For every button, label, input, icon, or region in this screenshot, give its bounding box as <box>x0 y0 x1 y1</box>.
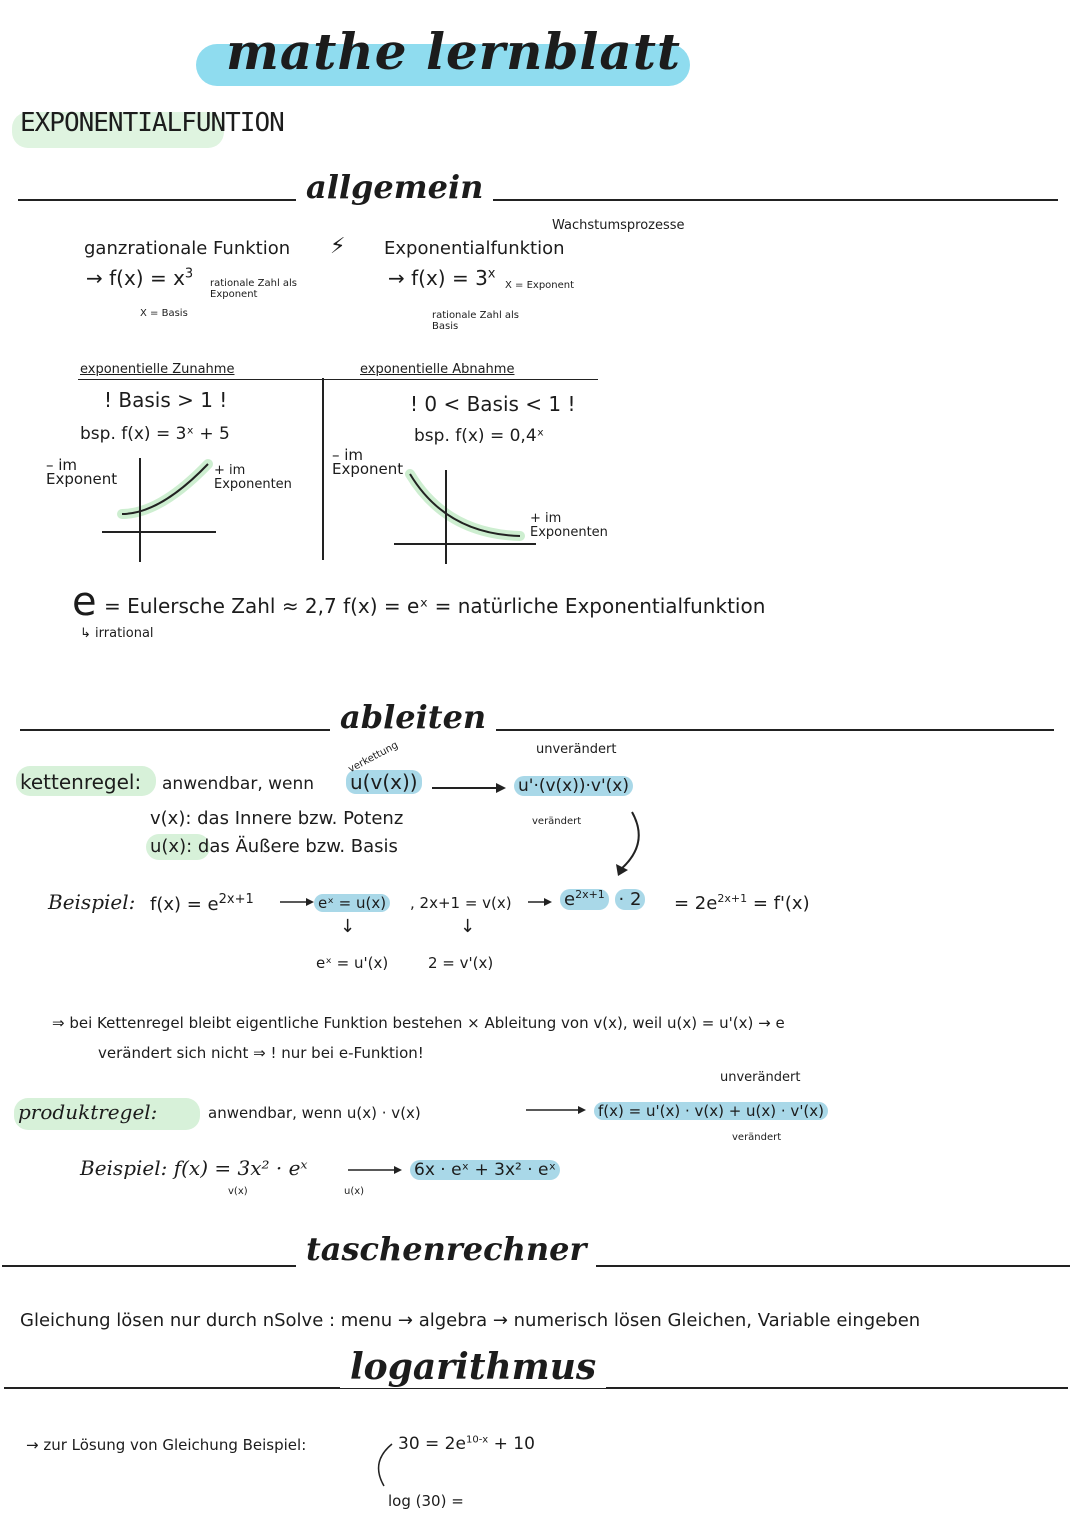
euler-symbol: e <box>72 579 97 625</box>
lightning-icon: ⚡ <box>330 234 346 259</box>
exponential-formula: → f(x) = 3x <box>388 266 496 290</box>
kettenregel-unveraendert: unverändert <box>536 742 617 757</box>
zunahme-plus-note: + im Exponenten <box>214 463 292 492</box>
zunahme-minus-note: – im Exponent <box>46 456 118 488</box>
abnahme-condition: ! 0 < Basis < 1 ! <box>410 392 576 416</box>
zunahme-condition: ! Basis > 1 ! <box>104 388 228 412</box>
ganzrational-heading: ganzrationale Funktion <box>84 238 291 259</box>
produkt-unveraendert: unverändert <box>720 1070 801 1085</box>
section-rule-ableiten <box>20 729 1054 731</box>
arrow-down-icon-2: ↓ <box>460 916 476 937</box>
step-u: eˣ = u(x) <box>314 894 391 912</box>
euler-text: = Eulersche Zahl ≈ 2,7 f(x) = eˣ = natür… <box>104 594 766 618</box>
page-title: mathe lernblatt <box>226 22 682 81</box>
produktregel-highlight <box>14 1098 200 1130</box>
arrow-right-icon-4 <box>526 1106 586 1114</box>
topic-heading: EXPONENTIALFUNTION <box>20 108 285 138</box>
section-rule-logarithmus <box>4 1387 1068 1389</box>
step-result: e2x+1 · 2 <box>560 888 646 910</box>
section-heading-allgemein: allgemein <box>296 168 494 206</box>
ux-highlight <box>146 834 210 860</box>
abnahme-example: bsp. f(x) = 0,4ˣ <box>414 426 545 446</box>
deriv-v: 2 = v'(x) <box>428 954 494 972</box>
subheading-rule <box>78 379 598 380</box>
abnahme-minus-note: – im Exponent <box>332 446 404 478</box>
section-rule-allgemein <box>18 199 1058 201</box>
produkt-result: f(x) = u'(x) · v(x) + u(x) · v'(x) <box>594 1102 829 1120</box>
column-divider <box>322 378 324 560</box>
title-highlight <box>196 44 690 86</box>
logarithmus-intro: → zur Lösung von Gleichung Beispiel: <box>26 1436 307 1454</box>
produktregel-text: anwendbar, wenn u(x) · v(x) <box>208 1104 421 1122</box>
kettenregel-highlight <box>16 766 156 796</box>
section-heading-ableiten: ableiten <box>330 698 497 736</box>
abnahme-graph <box>394 469 536 564</box>
beispiel-function: f(x) = e2x+1 <box>150 892 254 915</box>
curved-arrow-icon <box>616 811 640 876</box>
produkt-vx-note: v(x) <box>228 1186 248 1197</box>
ganzrational-base-note: X = Basis <box>140 308 188 319</box>
arrow-right-icon-2 <box>280 898 314 906</box>
zunahme-heading: exponentielle Zunahme <box>80 362 235 377</box>
logarithmus-step: log (30) = <box>388 1492 464 1510</box>
vx-definition: v(x): das Innere bzw. Potenz <box>150 808 404 829</box>
section-heading-logarithmus: logarithmus <box>340 1346 607 1388</box>
arrow-right-icon-5 <box>348 1166 402 1174</box>
produktregel-label: produktregel: <box>18 1100 158 1124</box>
ganzrational-exp-note: rationale Zahl als Exponent <box>210 278 298 300</box>
produkt-beispiel: Beispiel: f(x) = 3x² · eˣ <box>80 1156 308 1180</box>
beispiel-label: Beispiel: <box>48 890 136 914</box>
ganzrational-formula: → f(x) = x3 <box>86 266 194 290</box>
kettenregel-label: kettenregel: <box>20 770 142 794</box>
exponential-base-note: rationale Zahl als Basis <box>432 310 520 332</box>
kettenregel-result: u'·(v(x))·v'(x) <box>514 776 633 796</box>
growth-note: Wachstumsprozesse <box>552 218 685 233</box>
step-final: = 2e2x+1 = f'(x) <box>674 892 810 914</box>
arrow-right-icon-3 <box>528 898 552 906</box>
zunahme-graph <box>102 458 216 562</box>
arrow-right-icon <box>432 783 506 793</box>
exponential-exp-note: X = Exponent <box>505 280 575 291</box>
produkt-veraendert: verändert <box>732 1132 782 1143</box>
logarithmus-equation: 30 = 2e10-x + 10 <box>398 1434 535 1454</box>
abnahme-heading: exponentielle Abnahme <box>360 362 515 377</box>
exponential-heading: Exponentialfunktion <box>384 238 565 259</box>
kettenregel-veraendert: verändert <box>532 816 582 827</box>
deriv-u: eˣ = u'(x) <box>316 954 389 972</box>
topic-highlight <box>12 112 224 148</box>
step-v: , 2x+1 = v(x) <box>410 894 512 912</box>
kettenregel-note-1: ⇒ bei Kettenregel bleibt eigentliche Fun… <box>52 1014 785 1032</box>
zunahme-example: bsp. f(x) = 3ˣ + 5 <box>80 424 230 444</box>
abnahme-plus-note: + im Exponenten <box>530 511 608 540</box>
produkt-result-example: 6x · eˣ + 3x² · eˣ <box>410 1160 561 1180</box>
kettenregel-text: anwendbar, wenn <box>162 774 315 794</box>
kettenregel-note-2: verändert sich nicht ⇒ ! nur bei e-Funkt… <box>98 1044 424 1062</box>
section-heading-taschenrechner: taschenrechner <box>296 1230 597 1268</box>
produkt-ux-note: u(x) <box>344 1186 365 1197</box>
kettenregel-expr: u(v(x)) <box>346 770 422 794</box>
curved-arrow-icon-2 <box>377 1443 393 1487</box>
ux-definition: u(x): das Äußere bzw. Basis <box>150 836 398 857</box>
taschenrechner-text: Gleichung lösen nur durch nSolve : menu … <box>20 1310 921 1331</box>
arrow-down-icon: ↓ <box>340 916 356 937</box>
euler-irrational: ↳ irrational <box>80 626 154 641</box>
